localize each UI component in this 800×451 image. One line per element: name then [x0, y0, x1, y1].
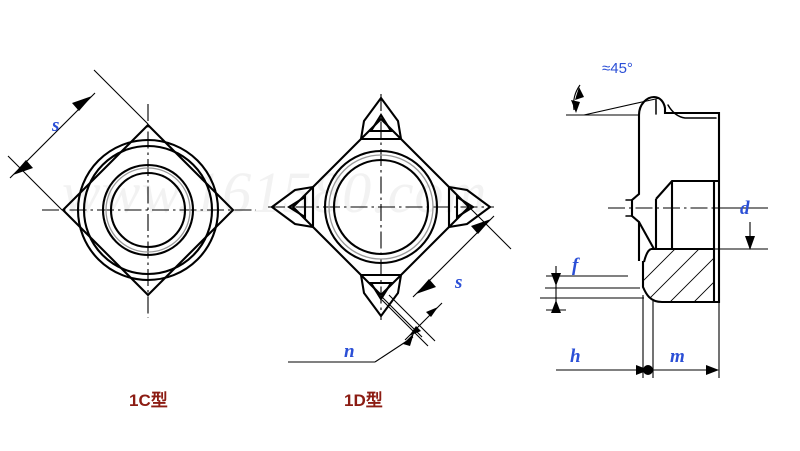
thread-bore-circle-1c: [109, 171, 187, 249]
section-left-wall: [630, 115, 641, 261]
dim-label-s-1d: s: [454, 272, 462, 293]
view-label-1d: 1D型: [344, 390, 383, 410]
dim-m-arrow: [706, 365, 719, 375]
dim-d-arrow: [745, 236, 755, 250]
angle-arc: [573, 84, 581, 111]
dim-label-h: h: [570, 346, 581, 367]
angle-arrow-upper: [575, 87, 584, 100]
thread-minor-circle-1c: [105, 167, 191, 253]
dim-label-d: d: [740, 198, 750, 219]
projection-top-inner-1d: [369, 113, 393, 133]
dim-n-edge-a: [381, 299, 429, 347]
dim-s-ext-upper-1c: [93, 69, 149, 125]
angle-leader-line: [583, 97, 661, 116]
dim-f-arrow-lower: [551, 300, 561, 313]
dim-f-arrow-upper: [551, 273, 561, 286]
dim-n-leader-arrow: [403, 333, 414, 346]
dim-s-ext-upper-1d: [469, 207, 512, 250]
view-label-1c: 1C型: [129, 390, 168, 410]
view-1d-group: s n 1D型: [268, 94, 512, 410]
section-top-lip: [667, 104, 717, 119]
dim-n-edge-b: [388, 294, 436, 342]
view-1c-group: s 1C型: [7, 69, 256, 410]
outer-boss-circle-1c: [76, 138, 220, 282]
section-chamfer-lower: [638, 221, 655, 250]
section-bottom-left-fillet: [642, 248, 652, 263]
thread-bore-circle-1d: [332, 158, 430, 256]
projection-bottom-inner-1d: [369, 281, 393, 301]
dim-label-s-1c: s: [51, 115, 59, 136]
datum-dot: [643, 365, 653, 375]
dim-label-m: m: [670, 346, 685, 367]
thread-major-circle-1c: [101, 163, 195, 257]
angle-arrow-lower: [571, 100, 580, 113]
thread-major-circle-1d: [323, 149, 439, 265]
dim-s-arrow-lower-1c: [13, 160, 33, 175]
outer-boss-circle-inner-1c: [82, 144, 214, 276]
projection-top-1d: [359, 96, 403, 141]
square-body-outline-1d: [291, 117, 471, 297]
projection-left-inner-1d: [287, 195, 307, 219]
dim-s-arrow-lower-1d: [416, 279, 436, 294]
projection-right-1d: [447, 185, 492, 229]
dim-label-n: n: [344, 341, 355, 362]
dim-n-arrow-inner: [409, 326, 421, 336]
dim-s-arrow-upper-1c: [72, 96, 92, 111]
view-section-group: ≈45° d f h: [540, 60, 768, 378]
section-hatch-group: [644, 249, 714, 302]
dim-label-angle: ≈45°: [602, 60, 633, 77]
projection-left-1d: [270, 185, 315, 229]
section-outer-profile: [637, 95, 721, 304]
section-left-notch: [625, 199, 633, 217]
dim-s-ext-lower-1c: [7, 155, 63, 211]
dim-label-f: f: [572, 255, 580, 276]
dim-s-arrow-upper-1d: [471, 219, 491, 234]
section-chamfer-upper: [655, 179, 719, 200]
dim-n-arrow-outer: [426, 307, 438, 317]
thread-minor-circle-1d: [328, 154, 434, 260]
dim-h-arrow: [636, 365, 649, 375]
projection-right-inner-1d: [455, 195, 475, 219]
